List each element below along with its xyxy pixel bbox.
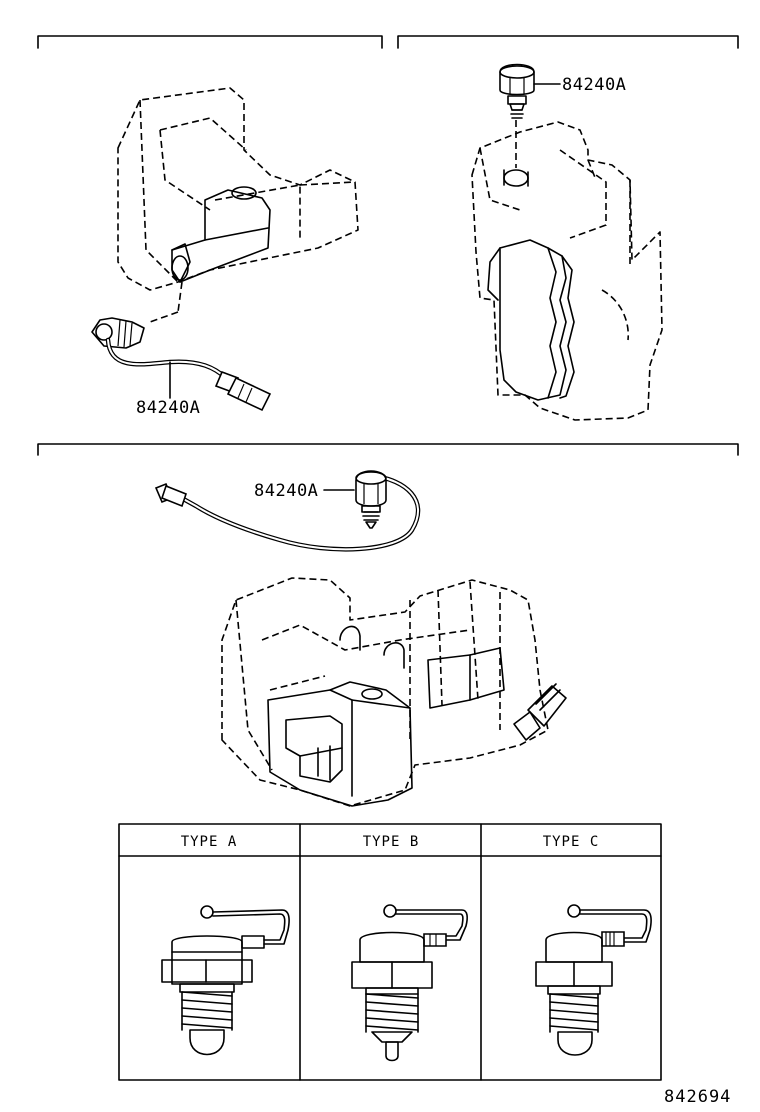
middle-caliper-assembly xyxy=(221,577,567,807)
callout-84240a-top-left: 84240A xyxy=(136,398,200,418)
top-right-caliper-assembly xyxy=(471,120,663,421)
top-left-caliper-assembly xyxy=(117,87,359,323)
type-b-header: TYPE B xyxy=(363,834,420,850)
wear-sensor-switch-middle: 84240A xyxy=(154,470,421,552)
wear-sensor-switch-wired: 84240A xyxy=(91,317,272,418)
diagram-number: 842694 xyxy=(664,1087,731,1107)
callout-84240a-top-right: 84240A xyxy=(562,75,626,95)
type-c-switch-illustration xyxy=(535,904,652,1056)
wear-sensor-switch-screw: 84240A xyxy=(499,63,626,119)
callout-84240a-middle: 84240A xyxy=(254,481,318,501)
type-a-switch-illustration xyxy=(161,905,290,1056)
type-c-header: TYPE C xyxy=(543,834,600,850)
type-table: TYPE A TYPE B TYPE C xyxy=(118,823,662,1081)
type-a-header: TYPE A xyxy=(181,834,238,850)
type-b-switch-illustration xyxy=(351,904,468,1062)
section-brackets xyxy=(37,35,739,456)
